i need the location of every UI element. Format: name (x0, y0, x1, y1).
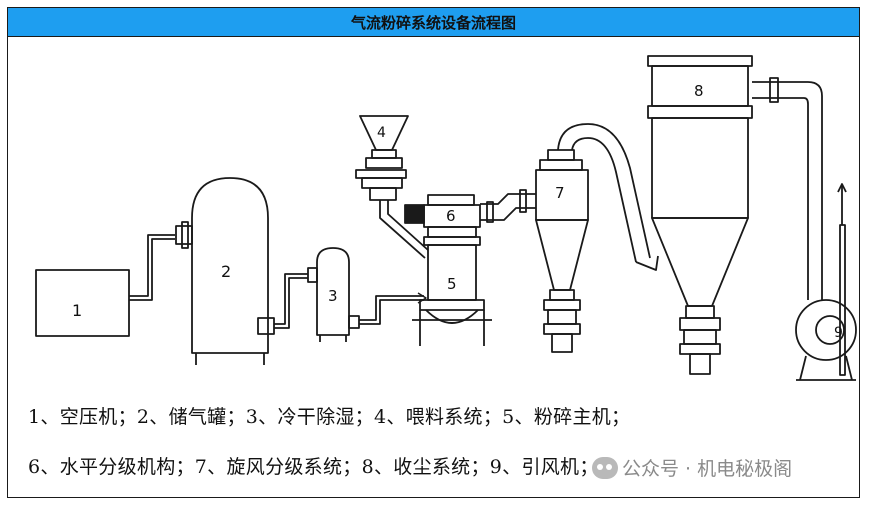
feeding-hopper (355, 115, 429, 259)
watermark: 公众号 · 机电秘极阁 (592, 454, 792, 481)
label-9: 9 (834, 325, 843, 341)
pipe-mill-to-cyclone (480, 189, 536, 223)
horizontal-classifier (404, 204, 425, 224)
pipe-tank-to-dryer (274, 273, 308, 329)
pipe-collector-to-fan (752, 77, 847, 376)
cold-dryer (307, 247, 360, 342)
label-8: 8 (694, 82, 704, 100)
label-1: 1 (72, 301, 82, 320)
caption-line-2: 6、水平分级机构；7、旋风分级系统；8、收尘系统；9、引风机； (28, 456, 599, 478)
watermark-text: 公众号 · 机电秘极阁 (622, 458, 793, 480)
pipe-compressor-to-tank (129, 234, 175, 301)
wechat-icon (592, 456, 618, 479)
storage-tank (175, 177, 275, 365)
cyclone-classifier (535, 149, 589, 353)
label-5: 5 (447, 275, 457, 293)
label-7: 7 (555, 184, 565, 202)
air-compressor (35, 269, 130, 337)
dust-collector (647, 55, 753, 375)
label-2: 2 (221, 262, 231, 281)
figure-title: 气流粉碎系统设备流程图 (350, 13, 516, 32)
figure-frame: 气流粉碎系统设备流程图 (7, 7, 860, 498)
induced-draft-fan (795, 299, 857, 381)
pipe-cyclone-to-collector (557, 123, 659, 271)
caption-line-1: 1、空压机；2、储气罐；3、冷干除湿；4、喂料系统；5、粉碎主机； (28, 406, 631, 428)
label-4: 4 (377, 125, 386, 141)
label-3: 3 (328, 287, 338, 305)
title-bar: 气流粉碎系统设备流程图 (8, 8, 859, 37)
label-6: 6 (446, 207, 456, 225)
